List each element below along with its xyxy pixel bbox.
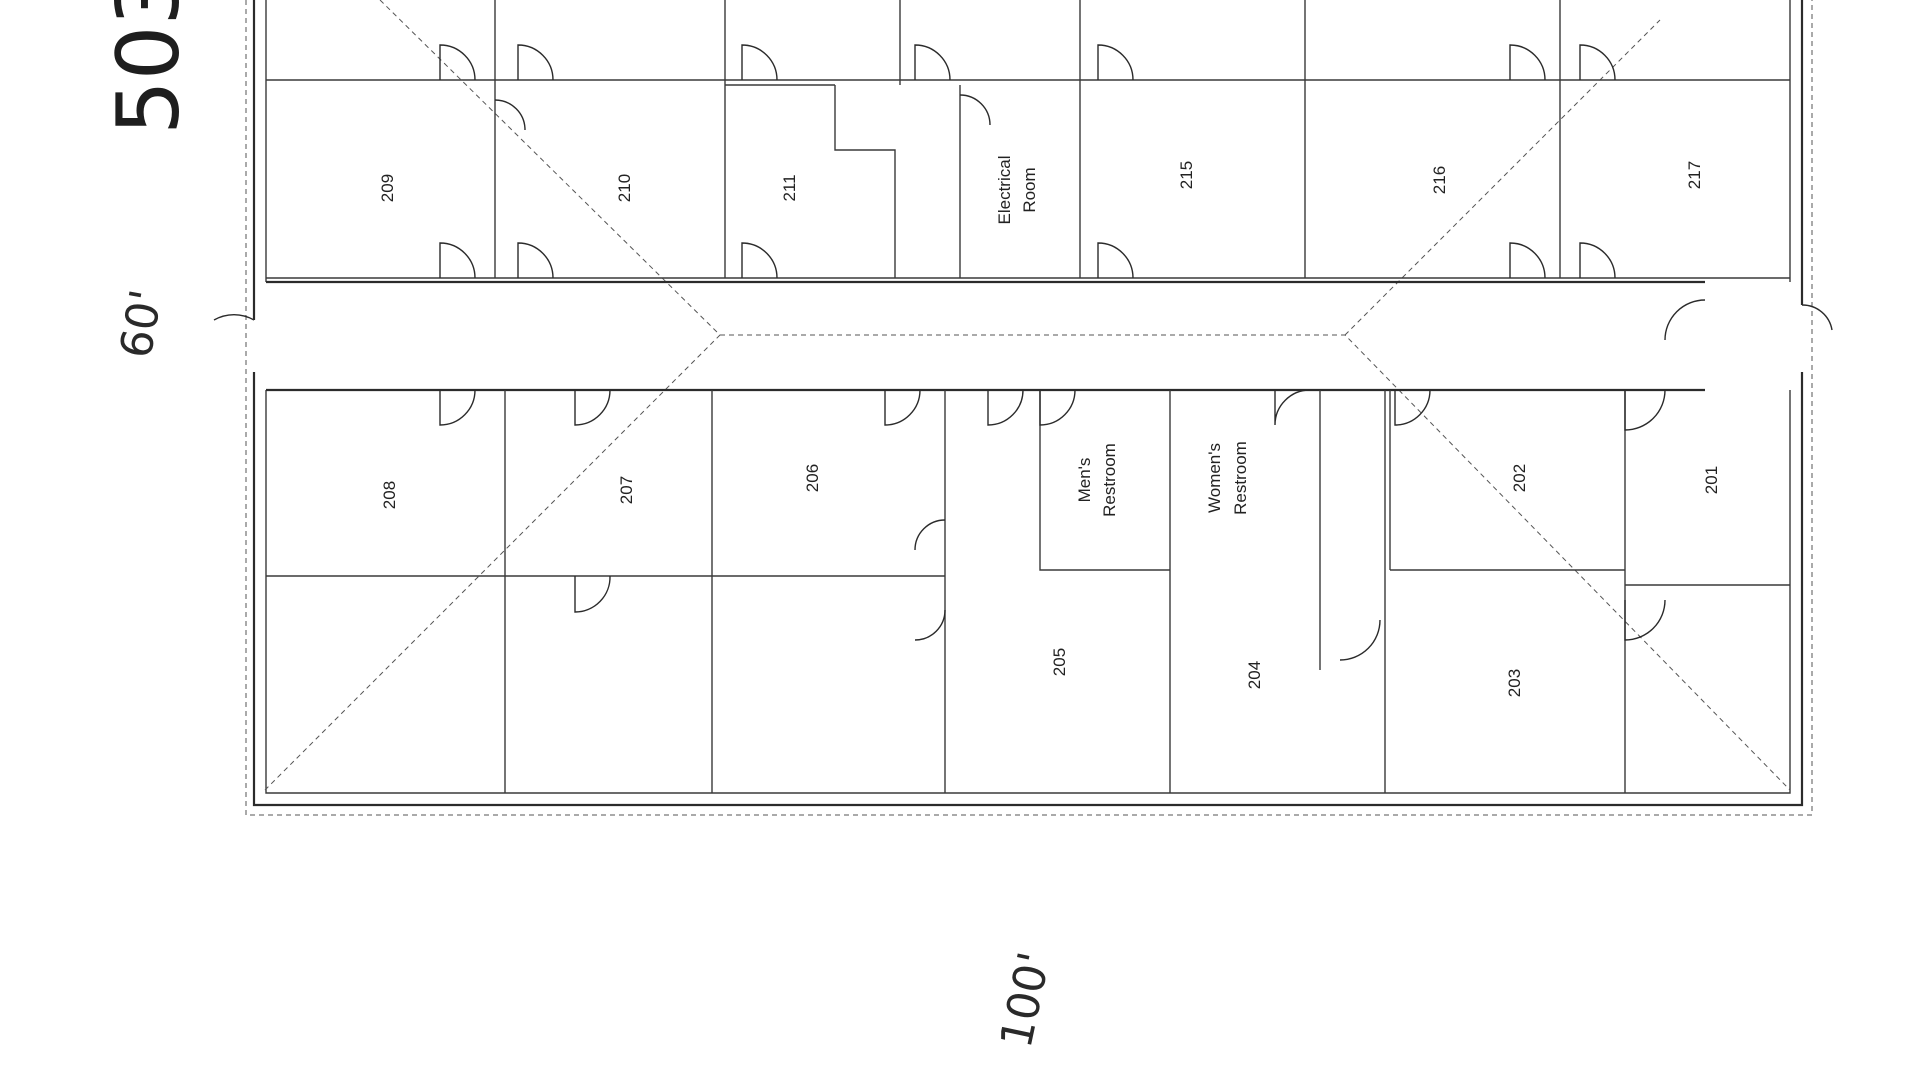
length-dimension-label: 100' [991, 948, 1061, 1053]
room-203-label: 203 [1505, 669, 1524, 697]
room-207-label: 207 [617, 476, 636, 504]
exterior-wall-inner [265, 0, 1791, 794]
room-202-label: 202 [1510, 464, 1529, 492]
corridor-walls [266, 280, 1705, 392]
room-215-label: 215 [1177, 161, 1196, 189]
womens-restroom-label-line1: Women's [1205, 443, 1224, 513]
room-206-label: 206 [803, 464, 822, 492]
exterior-wall [252, 0, 1804, 807]
roof-hip-lines [264, 0, 1791, 791]
womens-restroom-label-line2: Restroom [1231, 441, 1250, 515]
mens-restroom-label-line2: Restroom [1100, 443, 1119, 517]
room-211-label: 211 [780, 174, 799, 201]
room-216-label: 216 [1430, 166, 1449, 194]
room-201-label: 201 [1702, 466, 1721, 494]
room-217-label: 217 [1685, 161, 1704, 189]
room-204-label: 204 [1245, 661, 1264, 689]
room-208-label: 208 [380, 481, 399, 509]
room-labels: 209 210 211 Electrical Room 215 216 217 … [378, 156, 1721, 698]
mens-restroom-label-line1: Men's [1075, 458, 1094, 503]
room-210-label: 210 [615, 174, 634, 202]
width-dimension-label: 60' [111, 286, 173, 362]
upper-row-walls [266, 0, 1790, 279]
room-209-label: 209 [378, 174, 397, 202]
door-swings [213, 44, 1833, 661]
lower-row-walls [266, 390, 1790, 793]
room-205-label: 205 [1050, 648, 1069, 676]
building-number: 503 [99, 0, 199, 135]
electrical-room-label-line1: Electrical [995, 156, 1014, 225]
building-outline-dashed [245, 0, 1813, 816]
electrical-room-label-line2: Room [1020, 167, 1039, 212]
